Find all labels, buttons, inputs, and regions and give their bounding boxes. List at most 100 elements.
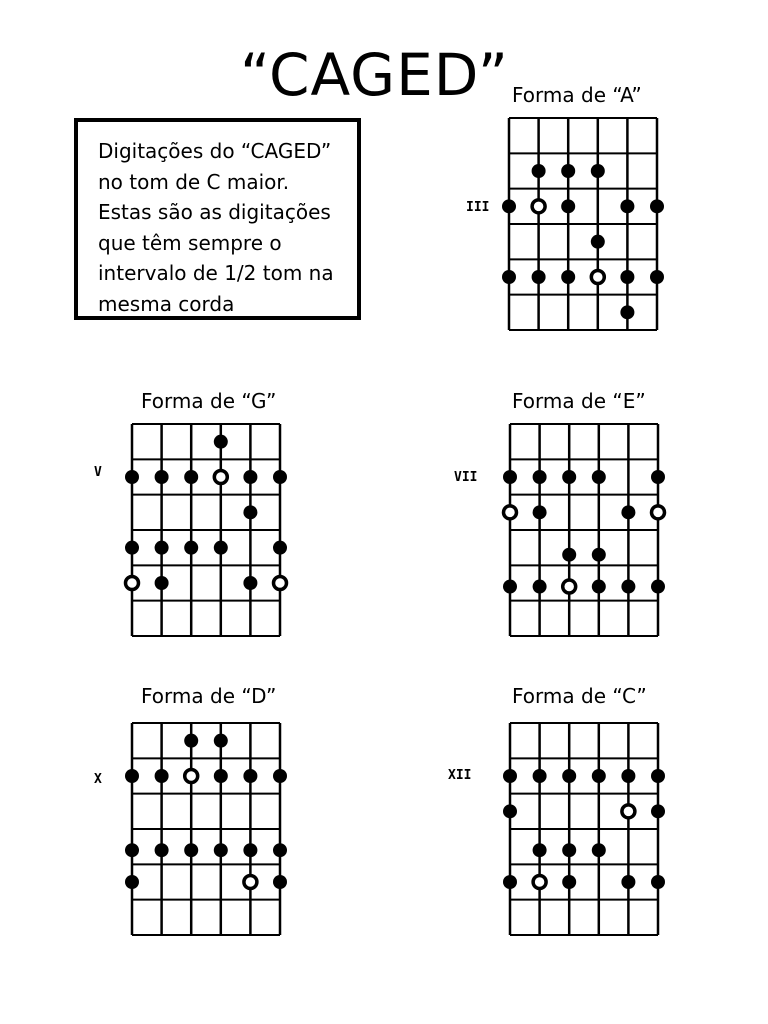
- finger-dot: [531, 270, 546, 284]
- finger-dot: [532, 470, 547, 484]
- diagram-caption-d: Forma de “D”: [141, 684, 277, 708]
- finger-dot: [651, 579, 665, 594]
- finger-dot: [532, 579, 547, 594]
- finger-dot: [125, 470, 139, 484]
- fretboard-diagram-c: [503, 722, 665, 936]
- finger-dot: [273, 540, 287, 555]
- finger-dot: [591, 579, 606, 594]
- fret-position-label-a: III: [466, 200, 490, 215]
- finger-dot: [154, 470, 169, 484]
- info-line: Digitações do “CAGED”: [98, 139, 332, 163]
- finger-dot: [562, 769, 577, 783]
- finger-dot: [650, 270, 664, 284]
- finger-dot: [125, 875, 139, 889]
- finger-dot: [621, 875, 636, 889]
- root-note-marker: [212, 468, 230, 486]
- diagram-caption-e: Forma de “E”: [512, 389, 646, 413]
- finger-dot: [273, 843, 287, 858]
- finger-dot: [590, 234, 605, 249]
- finger-dot: [532, 505, 547, 520]
- finger-dot: [531, 164, 546, 178]
- finger-dot: [651, 875, 665, 889]
- fretboard-diagram-e: [501, 423, 667, 637]
- diagram-caption-g: Forma de “G”: [141, 389, 277, 413]
- finger-dot: [562, 875, 577, 889]
- finger-dot: [590, 164, 605, 178]
- info-line: intervalo de 1/2 tom na: [98, 261, 334, 285]
- finger-dot: [503, 470, 517, 484]
- finger-dot: [620, 270, 635, 284]
- finger-dot: [621, 505, 636, 520]
- root-note-marker: [530, 198, 547, 215]
- page-title: “CAGED”: [240, 41, 509, 109]
- finger-dot: [561, 164, 576, 178]
- fret-position-label-e: VII: [454, 470, 478, 485]
- root-note-marker: [501, 504, 519, 521]
- finger-dot: [591, 843, 606, 858]
- finger-dot: [562, 547, 577, 562]
- finger-dot: [243, 769, 258, 783]
- finger-dot: [273, 769, 287, 783]
- finger-dot: [154, 843, 169, 858]
- root-note-marker: [649, 504, 667, 521]
- finger-dot: [154, 576, 169, 590]
- finger-dot: [154, 769, 169, 783]
- finger-dot: [125, 540, 139, 555]
- finger-dot: [561, 270, 576, 284]
- info-box: Digitações do “CAGED” no tom de C maior.…: [74, 118, 361, 320]
- finger-dot: [651, 769, 665, 783]
- finger-dot: [562, 470, 577, 484]
- fret-position-label-d: X: [94, 772, 102, 787]
- finger-dot: [213, 843, 228, 858]
- fretboard-diagram-a: [502, 117, 664, 331]
- root-note-marker: [620, 803, 637, 820]
- finger-dot: [591, 470, 606, 484]
- finger-dot: [503, 804, 517, 819]
- finger-dot: [651, 804, 665, 819]
- finger-dot: [503, 579, 517, 594]
- root-note-marker: [271, 574, 289, 592]
- root-note-marker: [589, 268, 607, 286]
- root-note-marker: [182, 767, 200, 785]
- finger-dot: [213, 434, 228, 449]
- finger-dot: [273, 470, 287, 484]
- finger-dot: [503, 875, 517, 889]
- finger-dot: [184, 470, 199, 484]
- finger-dot: [243, 470, 258, 484]
- info-line: no tom de C maior.: [98, 169, 290, 194]
- finger-dot: [650, 199, 664, 214]
- finger-dot: [125, 769, 139, 783]
- finger-dot: [243, 505, 258, 520]
- finger-dot: [243, 576, 258, 590]
- finger-dot: [154, 540, 169, 555]
- fretboard-diagram-d: [125, 722, 287, 936]
- root-note-marker: [560, 578, 578, 595]
- finger-dot: [561, 199, 576, 214]
- finger-dot: [184, 843, 199, 858]
- finger-dot: [213, 769, 228, 783]
- info-line: Estas são as digitações: [98, 200, 331, 224]
- finger-dot: [184, 733, 199, 748]
- finger-dot: [651, 470, 665, 484]
- info-line: que têm sempre o: [98, 230, 282, 255]
- finger-dot: [591, 769, 606, 783]
- finger-dot: [620, 305, 635, 320]
- finger-dot: [184, 540, 199, 555]
- fretboard-diagram-g: [123, 423, 289, 637]
- finger-dot: [125, 843, 139, 858]
- root-note-marker: [531, 873, 548, 891]
- finger-dot: [502, 199, 516, 214]
- fret-position-label-g: V: [94, 465, 102, 480]
- finger-dot: [273, 875, 287, 889]
- finger-dot: [503, 769, 517, 783]
- root-note-marker: [242, 873, 259, 891]
- finger-dot: [532, 843, 547, 858]
- info-line: mesma corda: [98, 291, 235, 316]
- finger-dot: [562, 843, 577, 858]
- finger-dot: [621, 579, 636, 594]
- diagram-caption-c: Forma de “C”: [512, 684, 647, 708]
- finger-dot: [213, 540, 228, 555]
- finger-dot: [243, 843, 258, 858]
- finger-dot: [591, 547, 606, 562]
- root-note-marker: [123, 574, 141, 592]
